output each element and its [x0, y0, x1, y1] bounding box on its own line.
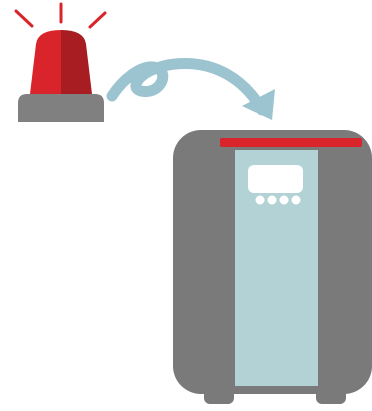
device-button-3	[280, 196, 289, 205]
device-button-1	[256, 196, 265, 205]
device-button-2	[268, 196, 277, 205]
device-top-strip	[220, 138, 362, 147]
curly-arrow-icon	[112, 63, 275, 120]
device-button-4	[292, 196, 301, 205]
siren-dome-right	[61, 30, 92, 94]
siren-rays	[16, 4, 105, 27]
siren-base	[18, 94, 104, 122]
smart-device-icon	[173, 130, 372, 404]
device-display	[248, 165, 303, 193]
arrow-stroke	[112, 63, 262, 110]
siren-dome-left	[30, 30, 61, 94]
alarm-siren-icon	[16, 4, 105, 122]
